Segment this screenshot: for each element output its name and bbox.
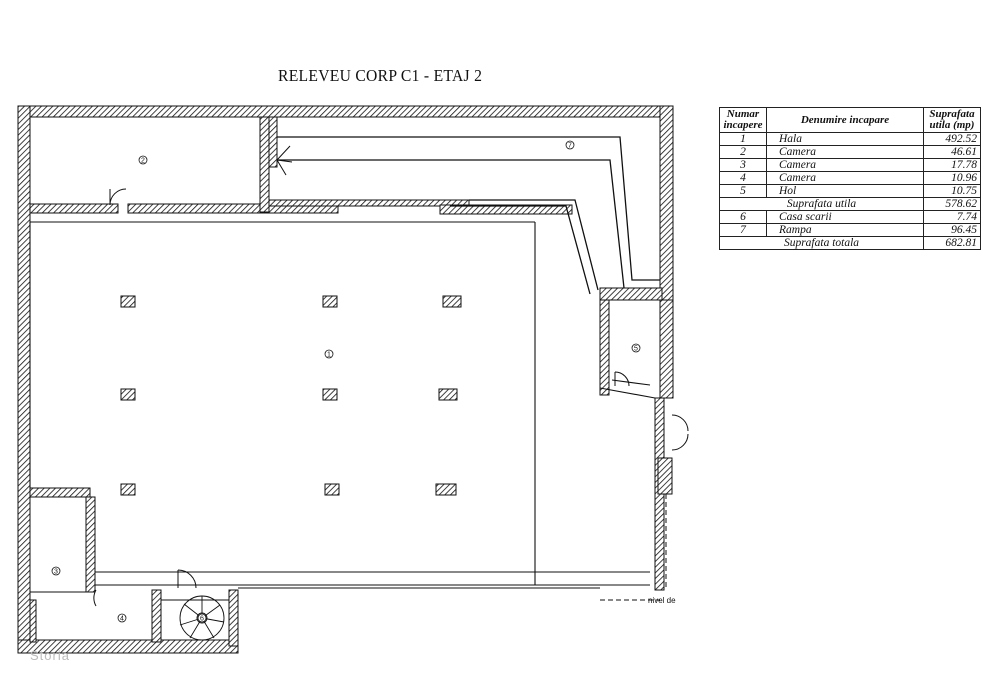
- room-name: Camera: [766, 158, 924, 172]
- room-name: Casa scarii: [766, 210, 924, 224]
- subtotal-label: Suprafata utila: [719, 197, 924, 211]
- watermark: Storia: [30, 648, 70, 663]
- room-name: Camera: [766, 171, 924, 185]
- total-area: 682.81: [923, 236, 981, 250]
- room-number: 3: [719, 158, 767, 172]
- room-area: 96.45: [923, 223, 981, 237]
- room-area: 10.96: [923, 171, 981, 185]
- table-row: 4 Camera 10.96: [719, 171, 981, 185]
- header-room-number: Numar incapere: [719, 107, 767, 133]
- room-label-3: 3: [54, 569, 58, 576]
- interior-walls: [29, 116, 673, 647]
- room-number: 2: [719, 145, 767, 159]
- room-label-7: 7: [568, 143, 572, 150]
- room-label-6: 6: [200, 616, 204, 623]
- room-name: Hol: [766, 184, 924, 198]
- table-row: 7 Rampa 96.45: [719, 223, 981, 237]
- room-area: 17.78: [923, 158, 981, 172]
- room-name: Rampa: [766, 223, 924, 237]
- header-room-name: Denumire incapare: [766, 107, 924, 133]
- total-label: Suprafata totala: [719, 236, 924, 250]
- ramp-walls: [277, 136, 660, 295]
- header-room-area: Suprafata utila (mp): [923, 107, 981, 133]
- room-markers: 1 2 3 4 5 6 7: [51, 140, 641, 623]
- subtotal-area: 578.62: [923, 197, 981, 211]
- room-number: 4: [719, 171, 767, 185]
- room-area: 492.52: [923, 132, 981, 146]
- table-row: 2 Camera 46.61: [719, 145, 981, 159]
- table-row: 6 Casa scarii 7.74: [719, 210, 981, 224]
- room-number: 7: [719, 223, 767, 237]
- room-area: 10.75: [923, 184, 981, 198]
- door-swings: [93, 145, 689, 607]
- room-label-1: 1: [327, 352, 331, 359]
- outer-dashed-line: [600, 494, 667, 601]
- room-name: Hala: [766, 132, 924, 146]
- plan-title: RELEVEU CORP C1 - ETAJ 2: [278, 66, 483, 85]
- level-note: nivel de: [648, 596, 676, 605]
- room-label-4: 4: [120, 616, 124, 623]
- subtotal-row: Suprafata utila 578.62: [719, 197, 981, 211]
- room-area: 7.74: [923, 210, 981, 224]
- room-label-5: 5: [634, 346, 638, 353]
- columns: [120, 295, 462, 496]
- room-number: 5: [719, 184, 767, 198]
- table-row: 5 Hol 10.75: [719, 184, 981, 198]
- table-row: 3 Camera 17.78: [719, 158, 981, 172]
- total-row: Suprafata totala 682.81: [719, 236, 981, 250]
- table-row: 1 Hala 492.52: [719, 132, 981, 146]
- room-area: 46.61: [923, 145, 981, 159]
- room-label-2: 2: [141, 158, 145, 165]
- room-area-table: Numar incapere Denumire incapare Suprafa…: [719, 107, 981, 250]
- room-number: 1: [719, 132, 767, 146]
- room-number: 6: [719, 210, 767, 224]
- hall-lines: [29, 221, 656, 601]
- exterior-walls: [17, 105, 674, 654]
- room-name: Camera: [766, 145, 924, 159]
